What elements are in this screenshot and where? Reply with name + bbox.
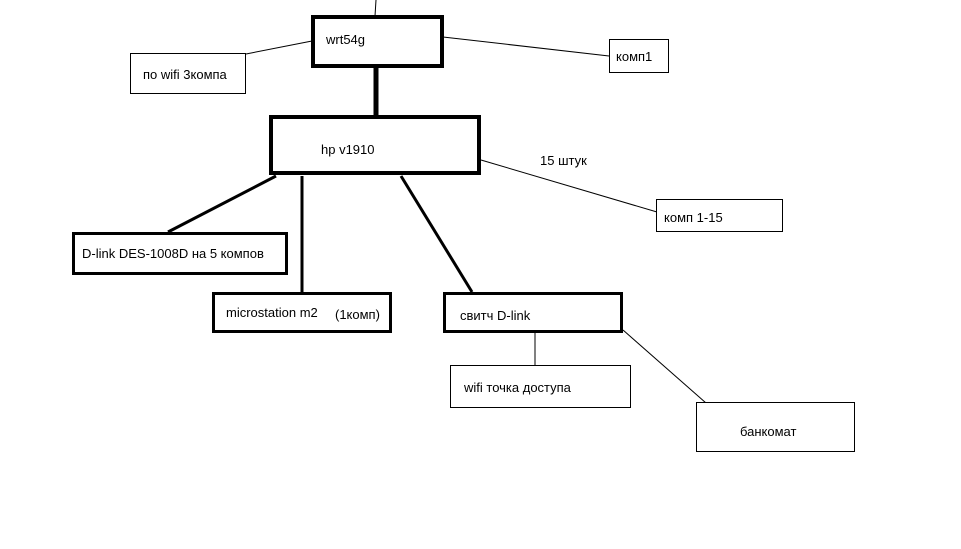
node-komp1-label: комп1 [616, 49, 653, 64]
node-wrt54g: wrt54g [311, 15, 444, 68]
node-microstation-m2-note: (1комп) [335, 307, 380, 322]
node-atm-label: банкомат [740, 424, 797, 439]
node-dlink-des-1008d-label: D-link DES-1008D на 5 компов [82, 246, 264, 261]
node-wifi-3-computers: по wifi 3компа [130, 53, 246, 94]
node-hp-v1910-label: hp v1910 [321, 142, 375, 157]
node-hp-v1910: hp v1910 [269, 115, 481, 175]
link-svitch-bankomat [622, 329, 707, 404]
link-hp-svitch [399, 175, 474, 293]
node-komp-1-15: комп 1-15 [656, 199, 783, 232]
node-switch-dlink: свитч D-link [443, 292, 623, 333]
node-wifi-access-point-label: wifi точка доступа [464, 380, 571, 395]
link-wrt54g-komp1 [442, 36, 610, 57]
node-komp1: комп1 [609, 39, 669, 73]
node-switch-dlink-label: свитч D-link [460, 308, 531, 323]
link-hp-dlink-des [167, 174, 277, 234]
node-komp-1-15-label: комп 1-15 [664, 210, 723, 225]
node-atm: банкомат [696, 402, 855, 452]
uplink-line [374, 0, 377, 17]
count-label: 15 штук [540, 153, 587, 168]
node-wrt54g-label: wrt54g [326, 32, 366, 47]
node-microstation-m2-label: microstation m2 [226, 305, 318, 320]
link-wrt54g-wifi3 [245, 40, 313, 55]
node-dlink-des-1008d: D-link DES-1008D на 5 компов [72, 232, 288, 275]
node-wifi-3-computers-label: по wifi 3компа [143, 67, 227, 82]
node-wifi-access-point: wifi точка доступа [450, 365, 631, 408]
link-hp-komp1-15 [480, 159, 658, 213]
node-microstation-m2: microstation m2 (1комп) [212, 292, 392, 333]
